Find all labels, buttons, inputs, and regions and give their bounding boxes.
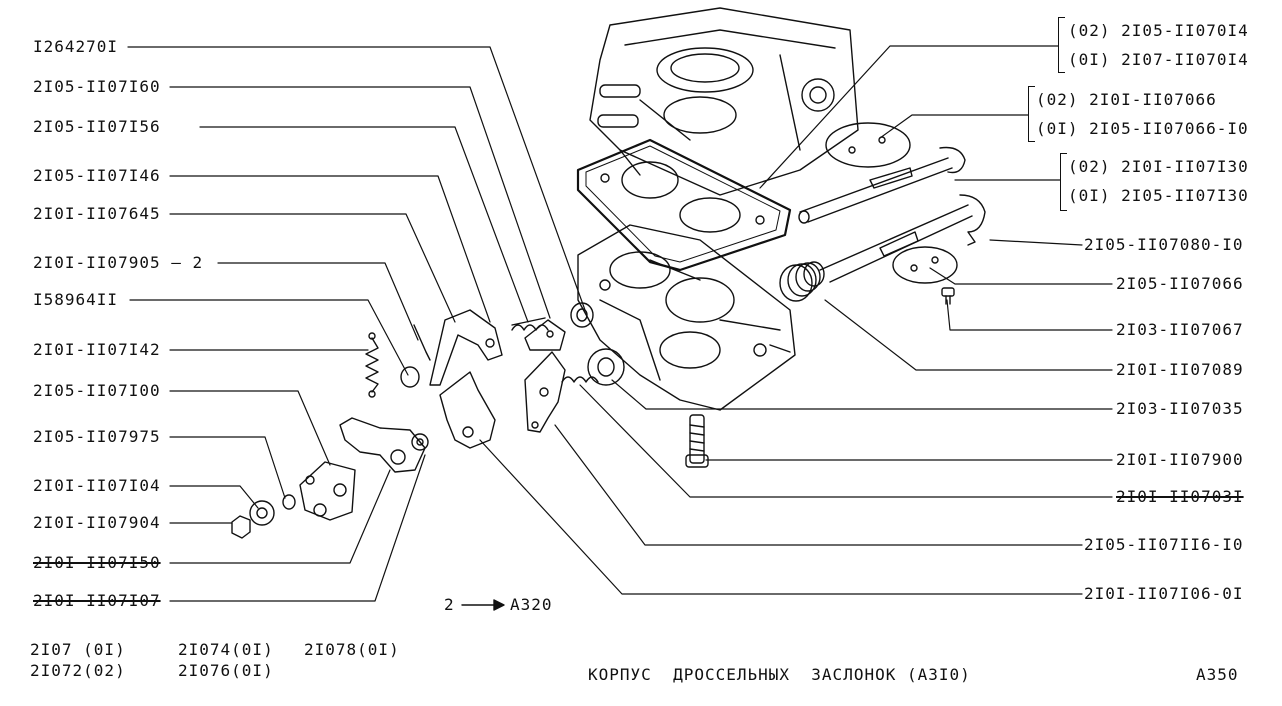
gasket [576, 138, 792, 272]
model-3: 2I078(0I) [304, 640, 400, 659]
label-r9: 2I03-II07067 [1116, 320, 1244, 339]
return-spring-coil [779, 261, 825, 302]
washer-small [282, 494, 296, 510]
throttle-shaft-upper [798, 146, 966, 224]
page-code: А350 [1196, 665, 1239, 684]
right-leader-lines [479, 45, 1113, 595]
throttle-body [577, 224, 796, 411]
label-l3: 2I05-II07I56 [33, 117, 161, 136]
label-r6: (0I) 2I05-II07I30 [1068, 186, 1249, 205]
bolt [685, 414, 709, 468]
label-r7: 2I05-II07080-I0 [1084, 235, 1244, 254]
label-r11: 2I03-II07035 [1116, 399, 1244, 418]
brace-r1 [1058, 17, 1065, 73]
label-r5: (02) 2I0I-II07I30 [1068, 157, 1249, 176]
lever-middle [439, 371, 496, 449]
brace-r5 [1060, 153, 1067, 211]
label-r14: 2I05-II07II6-I0 [1084, 535, 1244, 554]
nut-lower [231, 515, 251, 539]
carburetor-body [589, 7, 859, 196]
label-r13: 2I0I-II0703I [1116, 487, 1244, 506]
model-4: 2I072(02) [30, 661, 126, 680]
brace-r3 [1028, 86, 1035, 142]
reference-arrow [461, 599, 505, 611]
label-l10: 2I05-II07975 [33, 427, 161, 446]
label-r12: 2I0I-II07900 [1116, 450, 1244, 469]
coil-spring-middle [561, 376, 599, 383]
page-title: КОРПУС ДРОССЕЛЬНЫХ ЗАСЛОНОК (А3I0) [588, 665, 971, 684]
label-r10: 2I0I-II07089 [1116, 360, 1244, 379]
label-l9: 2I05-II07I00 [33, 381, 161, 400]
reference-number: 2 [444, 595, 455, 614]
label-l8: 2I0I-II07I42 [33, 340, 161, 359]
bracket-plate [299, 461, 356, 521]
label-l2: 2I05-II07I60 [33, 77, 161, 96]
label-r3: (02) 2I0I-II07066 [1036, 90, 1217, 109]
label-r15: 2I0I-II07I06-0I [1084, 584, 1244, 603]
throttle-plate-upper [825, 122, 911, 168]
cam-disc [587, 348, 625, 386]
model-2: 2I074(0I) [178, 640, 274, 659]
label-r1: (02) 2I05-II070I4 [1068, 21, 1249, 40]
label-r4: (0I) 2I05-II07066-I0 [1036, 119, 1249, 138]
label-r8: 2I05-II07066 [1116, 274, 1244, 293]
throttle-lever [339, 417, 429, 473]
small-screw [941, 287, 955, 305]
label-l14: 2I0I-II07I07 [33, 591, 161, 610]
throttle-plate-lower [892, 246, 958, 284]
label-l12: 2I0I-II07904 [33, 513, 161, 532]
throttle-shaft-lower [819, 194, 986, 283]
left-leader-lines [127, 46, 586, 602]
label-l13: 2I0I-II07I50 [33, 553, 161, 572]
model-1: 2I07 (0I) [30, 640, 126, 659]
nut-small [400, 366, 420, 388]
label-l1: I264270I [33, 37, 119, 56]
model-5: 2I076(0I) [178, 661, 274, 680]
label-l6: 2I0I-II07905 — 2 [33, 253, 204, 272]
label-l11: 2I0I-II07I04 [33, 476, 161, 495]
label-l5: 2I0I-II07645 [33, 204, 161, 223]
lever-bracket-top [524, 319, 566, 351]
tension-spring [365, 332, 379, 398]
washer-large [249, 500, 275, 526]
label-l7: I58964II [33, 290, 119, 309]
lever-cam [524, 351, 566, 433]
pin [413, 324, 431, 361]
lever-upper [429, 309, 503, 386]
label-l4: 2I05-II07I46 [33, 166, 161, 185]
reference-target: A320 [510, 595, 553, 614]
label-r2: (0I) 2I07-II070I4 [1068, 50, 1249, 69]
